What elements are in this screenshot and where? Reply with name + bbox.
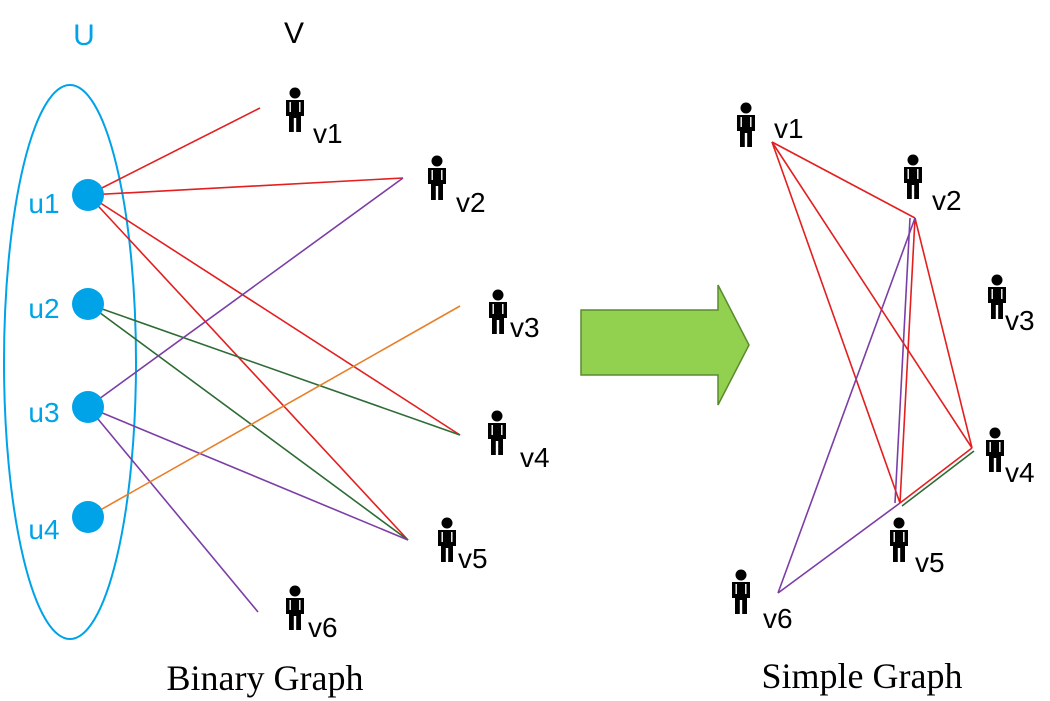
node-label-v2: v2	[456, 187, 486, 218]
right-nodes: v1 v2 v3 v4 v5 v6	[732, 102, 1035, 634]
person-icon	[489, 289, 507, 334]
left-u-nodes: u1 u2 u3 u4	[28, 179, 104, 545]
node-label-v2: v2	[932, 185, 962, 216]
node-label-u3: u3	[28, 397, 59, 428]
edge-u3-v5	[87, 406, 409, 541]
node-u4	[72, 501, 104, 533]
edge-v1-v5-red	[771, 141, 901, 504]
right-edges	[771, 141, 975, 594]
v-set-header: V	[284, 17, 304, 50]
edge-u1-v1	[87, 107, 261, 196]
person-icon	[286, 87, 304, 132]
node-label-v1: v1	[313, 118, 343, 149]
person-icon	[488, 410, 506, 455]
person-icon	[904, 154, 922, 199]
edge-v2-v6-purple	[777, 217, 916, 594]
person-icon	[988, 274, 1006, 319]
u-set-ellipse	[3, 84, 137, 640]
node-label-v5: v5	[458, 543, 488, 574]
u-set-header: U	[73, 19, 95, 52]
edge-u1-v4	[87, 194, 461, 436]
node-label-u2: u2	[28, 293, 59, 324]
edge-v1-v2-red	[771, 141, 916, 219]
person-icon	[890, 517, 908, 562]
node-label-v4: v4	[1005, 457, 1035, 488]
node-label-v6: v6	[308, 612, 338, 643]
person-icon	[428, 155, 446, 200]
node-label-u1: u1	[28, 188, 59, 219]
edge-v2-v5-red	[899, 217, 916, 504]
node-u2	[72, 288, 104, 320]
edge-v5-v6-purple	[777, 502, 901, 594]
node-label-v6: v6	[763, 603, 793, 634]
node-label-v3: v3	[1005, 305, 1035, 336]
node-label-v4: v4	[520, 442, 550, 473]
node-label-u4: u4	[28, 514, 59, 545]
right-arrow-icon	[580, 284, 750, 406]
left-v-nodes: v1 v2 v3 v4 v5 v6	[286, 87, 550, 643]
edge-v4-v5-red	[899, 447, 973, 504]
edge-u3-v6	[87, 406, 259, 613]
edge-v4-v5-green	[901, 450, 975, 507]
binary-graph-caption: Binary Graph	[167, 658, 364, 698]
edge-v2-v4-red	[914, 217, 973, 449]
left-edges	[87, 107, 461, 613]
edge-u1-v5	[87, 194, 409, 541]
node-label-v3: v3	[510, 312, 540, 343]
person-icon	[737, 102, 755, 147]
edge-u2-v5	[87, 303, 409, 541]
edge-v2-v5-purple	[894, 217, 911, 504]
edge-u2-v4	[87, 303, 461, 436]
person-icon	[732, 569, 750, 614]
person-icon	[986, 427, 1004, 472]
edge-u4-v3	[87, 305, 461, 518]
node-u3	[72, 391, 104, 423]
node-label-v5: v5	[915, 547, 945, 578]
simple-graph-caption: Simple Graph	[762, 656, 963, 696]
node-u1	[72, 179, 104, 211]
person-icon	[286, 585, 304, 630]
edge-v1-v4-red	[771, 141, 973, 449]
node-label-v1: v1	[774, 113, 804, 144]
person-icon	[438, 517, 456, 562]
edge-u1-v2	[87, 177, 404, 196]
edge-u3-v2	[87, 177, 404, 408]
